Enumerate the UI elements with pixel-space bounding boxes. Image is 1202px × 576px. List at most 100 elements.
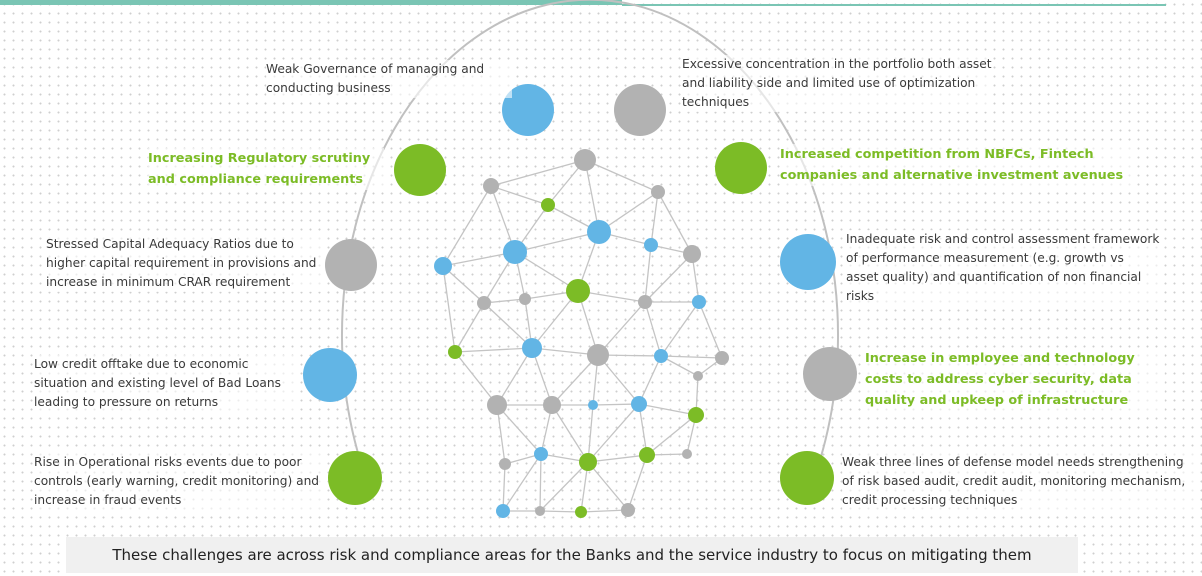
challenge-circle-nbfc-competition xyxy=(715,142,767,194)
network-edge xyxy=(454,302,485,353)
network-edge xyxy=(587,461,629,511)
network-edge xyxy=(442,265,456,353)
network-node xyxy=(639,447,655,463)
network-edge xyxy=(660,355,723,359)
challenge-circle-inadequate-risk xyxy=(780,234,836,290)
network-edge xyxy=(539,461,589,512)
network-edge xyxy=(483,302,533,349)
label-weak-governance: Weak Governance of managing and conducti… xyxy=(266,60,512,98)
label-regulatory-scrutiny: Increasing Regulatory scrutiny and compl… xyxy=(148,148,384,190)
network-node xyxy=(638,295,652,309)
network-edge xyxy=(698,301,723,359)
network-nodes xyxy=(434,149,729,518)
network-edge xyxy=(454,347,533,353)
challenge-circle-three-lines xyxy=(780,451,834,505)
network-edge xyxy=(660,301,700,357)
network-edge xyxy=(587,454,648,463)
challenge-circle-operational-risks xyxy=(328,451,382,505)
network-node xyxy=(541,198,555,212)
network-edge xyxy=(644,301,662,357)
network-node xyxy=(692,295,706,309)
network-node xyxy=(644,238,658,252)
network-node xyxy=(688,407,704,423)
network-edge xyxy=(660,355,699,377)
network-node xyxy=(535,506,545,516)
network-node xyxy=(499,458,511,470)
network-node xyxy=(487,395,507,415)
network-node xyxy=(587,220,611,244)
challenge-circle-low-credit xyxy=(303,348,357,402)
network-node xyxy=(534,447,548,461)
network-edge xyxy=(587,403,640,463)
network-edge xyxy=(490,185,549,206)
network-node xyxy=(503,240,527,264)
network-edge xyxy=(454,351,498,406)
network-edge xyxy=(551,354,599,406)
network-node xyxy=(477,296,491,310)
network-edge xyxy=(644,244,652,303)
challenge-circle-excessive-concentration xyxy=(614,84,666,136)
label-low-credit: Low credit offtake due to economic situa… xyxy=(34,355,296,412)
network-edge xyxy=(442,185,492,267)
network-edge xyxy=(551,404,589,463)
label-inadequate-risk: Inadequate risk and control assessment f… xyxy=(846,230,1160,306)
label-excessive-concentration: Excessive concentration in the portfolio… xyxy=(682,55,992,112)
top-accent-line xyxy=(622,4,1166,6)
network-edge xyxy=(531,347,599,356)
network-edge xyxy=(490,159,586,187)
network-edge xyxy=(638,403,648,456)
network-node xyxy=(682,449,692,459)
network-node xyxy=(575,506,587,518)
network-node xyxy=(693,371,703,381)
network-edge xyxy=(502,463,506,512)
network-edge xyxy=(442,265,485,304)
network-node xyxy=(588,400,598,410)
network-edge xyxy=(531,347,553,406)
network-edge xyxy=(638,355,662,405)
network-node xyxy=(496,504,510,518)
network-edge xyxy=(580,509,629,513)
label-stressed-capital: Stressed Capital Adequacy Ratios due to … xyxy=(46,235,324,292)
network-node xyxy=(631,396,647,412)
network-edge xyxy=(514,231,600,253)
label-operational-risks: Rise in Operational risks events due to … xyxy=(34,453,324,510)
label-employee-tech-costs: Increase in employee and technology cost… xyxy=(865,348,1165,411)
challenge-circle-regulatory-scrutiny xyxy=(394,144,446,196)
network-edge xyxy=(657,191,693,255)
footer-summary: These challenges are across risk and com… xyxy=(66,537,1078,573)
network-edge xyxy=(514,251,579,292)
network-edge xyxy=(584,159,659,193)
network-node xyxy=(654,349,668,363)
label-three-lines: Weak three lines of defense model needs … xyxy=(842,453,1197,510)
network-edge xyxy=(531,290,579,349)
challenge-circle-employee-tech-costs xyxy=(803,347,857,401)
network-node xyxy=(683,245,701,263)
network-edge xyxy=(442,251,516,267)
network-node xyxy=(483,178,499,194)
network-node xyxy=(587,344,609,366)
network-edge xyxy=(539,453,542,512)
label-nbfc-competition: Increased competition from NBFCs, Fintec… xyxy=(780,144,1132,186)
network-node xyxy=(448,345,462,359)
top-accent-bar xyxy=(0,0,622,5)
challenge-circle-stressed-capital xyxy=(325,239,377,291)
network-edge xyxy=(650,191,659,246)
network-node xyxy=(651,185,665,199)
network-node xyxy=(519,293,531,305)
network-edge xyxy=(597,301,646,356)
network-edge xyxy=(496,404,542,455)
network-node xyxy=(522,338,542,358)
network-edge xyxy=(627,454,648,511)
network-node xyxy=(715,351,729,365)
network-node xyxy=(566,279,590,303)
network-edge xyxy=(496,347,533,406)
network-node xyxy=(574,149,596,171)
network-node xyxy=(543,396,561,414)
network-edge xyxy=(539,510,582,513)
challenge-circle-weak-governance xyxy=(502,84,554,136)
network-edge xyxy=(584,159,600,233)
network-edge xyxy=(644,253,693,303)
network-edge xyxy=(502,453,542,512)
network-node xyxy=(434,257,452,275)
